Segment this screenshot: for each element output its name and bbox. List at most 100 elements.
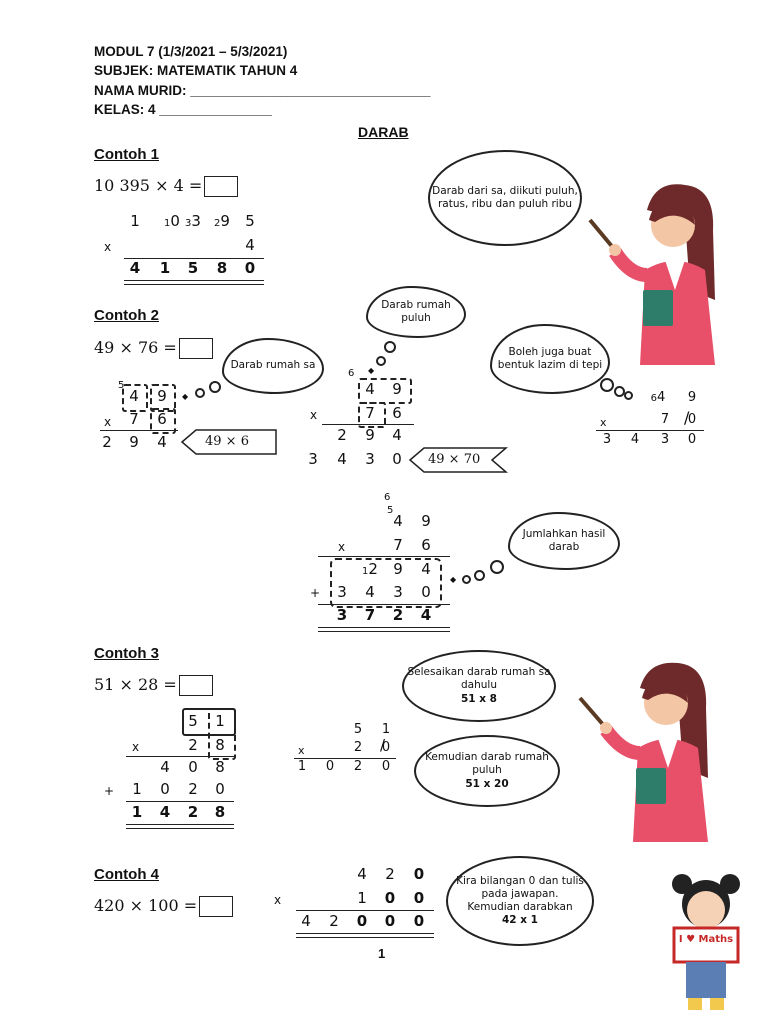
carry-digit: 6 (348, 368, 355, 379)
times-sign: x (298, 744, 305, 757)
highlight-box (122, 384, 148, 412)
answer-digit: 0 (244, 259, 256, 277)
speech-bubble: Kira bilangan 0 dan tulis pada jawapan. … (446, 856, 594, 946)
digit: 0 (160, 780, 170, 798)
digit: 4 (337, 450, 347, 468)
digit: 64 (650, 390, 666, 405)
digit: 3 (308, 450, 318, 468)
times-sign: x (338, 540, 346, 554)
digit: 0 (392, 450, 402, 468)
answer-digit: 0 (356, 912, 368, 930)
carry-digit: 6 (384, 492, 391, 503)
digit: 0 (188, 758, 198, 776)
digit: 4 (393, 512, 403, 530)
digit: 2 (188, 736, 198, 754)
times-sign: x (104, 415, 112, 429)
times-sign: x (132, 740, 140, 754)
answer-digit: 3 (336, 606, 348, 624)
teacher-illustration (578, 662, 708, 842)
digit: 4 (392, 426, 402, 444)
digit: 5 (188, 712, 198, 730)
digit: 0 (381, 740, 391, 755)
digit: 2 (385, 865, 395, 883)
thought-bubble: Darab rumah puluh (366, 286, 466, 338)
answer-digit: 0 (384, 912, 396, 930)
digit: 3 (337, 583, 347, 601)
digit: 10 (164, 212, 180, 230)
digit: 33 (185, 212, 201, 230)
digit: 9 (365, 426, 375, 444)
answer-digit: 1 (131, 803, 143, 821)
digit: 12 (362, 560, 378, 578)
plus-sign: + (310, 586, 321, 600)
times-sign: x (600, 416, 607, 429)
digit: 3 (660, 432, 670, 447)
highlight-box (330, 558, 442, 608)
digit: 0 (413, 889, 425, 907)
digit: 1 (297, 759, 307, 774)
digit: 3 (602, 432, 612, 447)
answer-box[interactable] (178, 675, 213, 696)
digit: 0 (325, 759, 335, 774)
plus-sign: + (104, 784, 115, 798)
answer-digit: 0 (413, 912, 425, 930)
tag-label: 49 × 70 (428, 452, 481, 467)
highlight-box (208, 708, 236, 760)
example-4-title: Contoh 4 (94, 866, 159, 883)
answer-digit: 4 (301, 912, 311, 930)
digit: 8 (215, 736, 225, 754)
digit: 3 (365, 450, 375, 468)
subject-line: SUBJEK: MATEMATIK TAHUN 4 (94, 63, 298, 78)
answer-box[interactable] (204, 176, 239, 197)
digit: 29 (214, 212, 230, 230)
digit: 9 (129, 433, 139, 451)
example-3-equation: 51 × 28 = (94, 675, 213, 696)
thought-bubble: Boleh juga buat bentuk lazim di tepi (490, 324, 610, 394)
times-sign: x (274, 893, 282, 907)
digit: 9 (392, 380, 402, 398)
digit: 4 (245, 236, 255, 254)
digit: 0 (687, 412, 697, 427)
carry-digit: 5 (387, 505, 394, 516)
answer-digit: 4 (159, 803, 171, 821)
times-sign: x (310, 408, 318, 422)
example-1-title: Contoh 1 (94, 146, 159, 163)
digit: 2 (188, 780, 198, 798)
highlight-box (150, 408, 176, 434)
digit: 3 (393, 583, 403, 601)
digit: 2 (353, 759, 363, 774)
girl-with-sign-illustration (672, 874, 740, 1010)
answer-digit: 8 (214, 803, 226, 821)
digit: 8 (215, 758, 225, 776)
digit: 1 (215, 712, 225, 730)
digit: 4 (630, 432, 640, 447)
digit: 2 (337, 426, 347, 444)
digit: 0 (381, 759, 391, 774)
digit: 4 (421, 560, 431, 578)
thought-bubble: Darab rumah sa (222, 338, 324, 394)
example-2-title: Contoh 2 (94, 307, 159, 324)
digit: 4 (160, 758, 170, 776)
example-3-title: Contoh 3 (94, 645, 159, 662)
answer-digit: 7 (364, 606, 376, 624)
answer-digit: 1 (159, 259, 171, 277)
answer-box[interactable] (199, 896, 234, 917)
page-title: DARAB (358, 124, 409, 140)
highlight-box (358, 402, 386, 428)
thought-bubble: Jumlahkan hasil darab (508, 512, 620, 570)
arrow-tag (408, 447, 509, 473)
digit: 7 (393, 536, 403, 554)
page-number: 1 (378, 946, 386, 961)
example-2-equation: 49 × 76 = (94, 338, 213, 359)
answer-digit: 4 (420, 606, 432, 624)
times-sign: x (104, 240, 112, 254)
arrow-tag (180, 429, 277, 455)
digit: 6 (157, 410, 167, 428)
digit: 9 (393, 560, 403, 578)
answer-box[interactable] (178, 338, 213, 359)
highlight-box (150, 384, 176, 412)
digit: 0 (421, 583, 431, 601)
digit: 2 (102, 433, 112, 451)
